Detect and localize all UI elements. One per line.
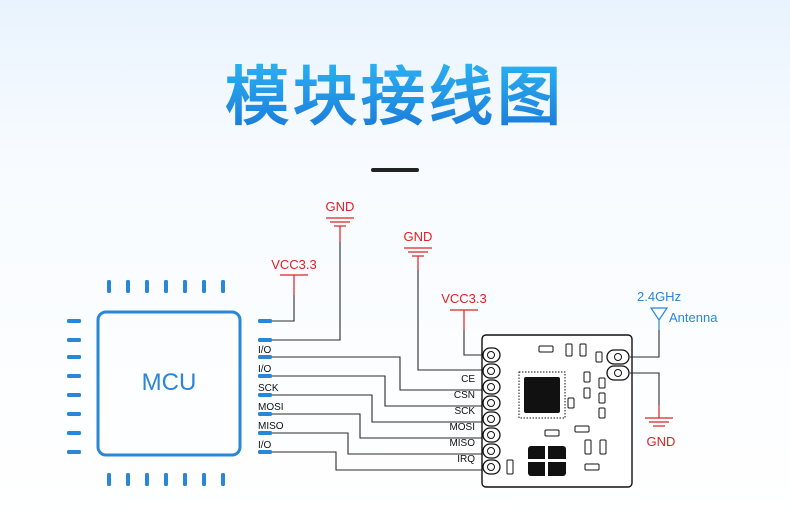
mcu-block: MCU (67, 280, 272, 486)
mcu-signal-label: MOSI (258, 402, 284, 413)
gnd-label: GND (404, 229, 433, 244)
gnd-label: GND (326, 199, 355, 214)
mcu-pin-left (67, 450, 81, 454)
mcu-vcc-symbol: VCC3.3 (271, 257, 317, 295)
mcu-pin-right (258, 431, 272, 435)
antenna-freq-label: 2.4GHz (637, 289, 681, 304)
module-gnd-symbol: GND (404, 229, 433, 270)
mcu-pin-bottom (126, 473, 130, 486)
mcu-signal-label: I/O (258, 345, 272, 356)
mcu-pin-right (258, 355, 272, 359)
title-underline (371, 168, 419, 172)
mcu-pin-left (67, 393, 81, 397)
module-passives (506, 343, 607, 475)
mcu-pin-top (145, 280, 149, 293)
module-gnd-wire (417, 270, 484, 371)
module-pin-labels: CE CSN SCK MOSI MISO IRQ (449, 374, 475, 465)
mcu-pin-top (202, 280, 206, 293)
module-right-pins (606, 349, 630, 381)
module-pin-label: MISO (449, 438, 475, 449)
mcu-gnd-wire (272, 242, 341, 341)
antenna-wire (630, 330, 660, 358)
mcu-pin-bottom (183, 473, 187, 486)
mcu-pin-bottom (164, 473, 168, 486)
mcu-pin-right (258, 393, 272, 397)
mcu-body (96, 310, 242, 457)
mcu-pin-bottom (145, 473, 149, 486)
mcu-signal-label: SCK (258, 383, 279, 394)
mcu-pin-top (183, 280, 187, 293)
mcu-gnd-symbol: GND (326, 199, 355, 242)
module-pin-label: CSN (454, 390, 475, 401)
mcu-pin-right (258, 338, 272, 342)
mcu-pin-right (258, 412, 272, 416)
module-pin-label: CE (461, 374, 475, 385)
mcu-pin-top (107, 280, 111, 293)
mcu-pin-right (258, 319, 272, 323)
mcu-signal-labels: I/O I/O SCK MOSI MISO I/O (258, 345, 284, 451)
mcu-pin-top (164, 280, 168, 293)
module-vcc-symbol: VCC3.3 (441, 291, 487, 330)
vcc-label: VCC3.3 (271, 257, 317, 272)
mcu-pin-bottom (107, 473, 111, 486)
mcu-signal-label: I/O (258, 364, 272, 375)
module-main-ic (518, 371, 566, 419)
mcu-pin-top (221, 280, 225, 293)
module-pin-label: SCK (454, 406, 475, 417)
antenna-gnd-wire (630, 372, 660, 405)
antenna-label: Antenna (669, 310, 718, 325)
mcu-pin-left (67, 338, 81, 342)
mcu-signal-label: MISO (258, 421, 284, 432)
mcu-pin-left (67, 319, 81, 323)
module-vcc-wire (463, 330, 484, 356)
mcu-signal-label: I/O (258, 440, 272, 451)
mcu-pin-left (67, 374, 81, 378)
mcu-pin-bottom (221, 473, 225, 486)
mcu-pin-left (67, 355, 81, 359)
module-left-pins (482, 347, 501, 475)
mcu-pin-right (258, 374, 272, 378)
mcu-pin-left (67, 431, 81, 435)
mcu-pins (67, 280, 272, 486)
mcu-vcc-wire (272, 295, 295, 322)
vcc-label: VCC3.3 (441, 291, 487, 306)
antenna-symbol: 2.4GHz Antenna (637, 289, 718, 330)
signal-wires (272, 356, 484, 471)
mcu-pin-bottom (202, 473, 206, 486)
mcu-label: MCU (142, 369, 197, 396)
page-title: 模块接线图 (0, 62, 790, 134)
wireless-module (481, 334, 633, 488)
gnd-label: GND (647, 434, 676, 449)
mcu-pin-right (258, 450, 272, 454)
module-pin-label: IRQ (457, 454, 475, 465)
module-crystal (528, 446, 566, 476)
antenna-gnd-symbol: GND (645, 405, 675, 449)
mcu-pin-left (67, 412, 81, 416)
mcu-pin-top (126, 280, 130, 293)
module-pin-label: MOSI (449, 422, 475, 433)
